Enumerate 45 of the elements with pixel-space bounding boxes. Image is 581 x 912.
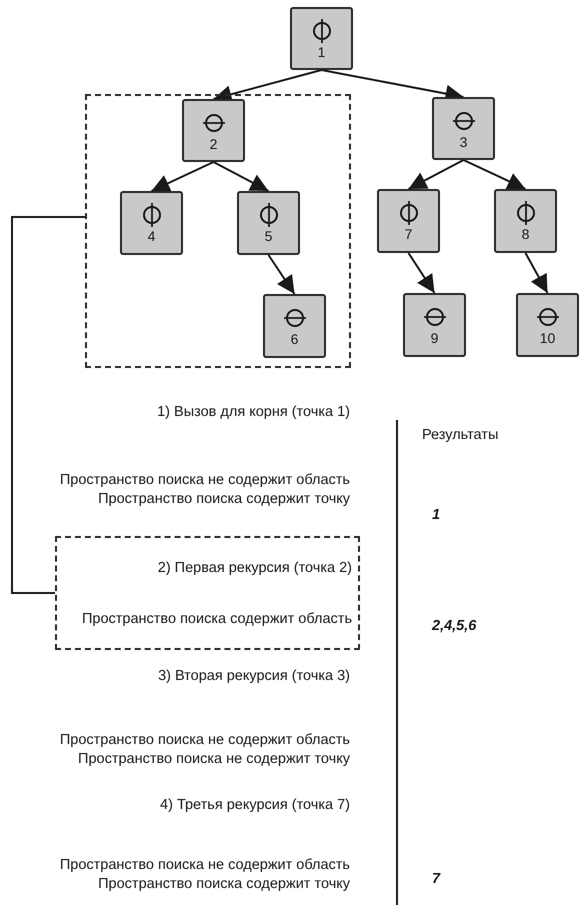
- dashed-text-box: [55, 536, 360, 650]
- node-number: 3: [460, 134, 468, 150]
- node-number: 9: [430, 330, 438, 346]
- arrow: [463, 159, 526, 190]
- node-number: 1: [318, 44, 326, 60]
- node-number: 5: [264, 228, 272, 244]
- arrow: [151, 161, 214, 192]
- column-heading: Результаты: [422, 426, 498, 444]
- arrow: [213, 161, 269, 192]
- note-text: Пространство поиска не содержит точку: [78, 750, 350, 768]
- text-line: 2) Первая рекурсия (точка 2): [158, 560, 352, 576]
- tree-node-box: [494, 189, 557, 253]
- result-value: 2,4,5,6: [432, 617, 476, 635]
- step-heading: 1) Вызов для корня (точка 1): [157, 403, 350, 421]
- tree-node-box: [377, 189, 440, 253]
- result-value: 7: [432, 870, 440, 888]
- dashed-group-box: [85, 94, 351, 368]
- tree-node-box: [403, 293, 466, 357]
- note-text: Пространство поиска не содержит область: [60, 471, 350, 489]
- note-text: Пространство поиска не содержит область: [60, 856, 350, 874]
- note-text: Пространство поиска содержит точку: [98, 875, 350, 893]
- tree-node-box: [120, 191, 183, 255]
- node-number: 10: [540, 330, 556, 346]
- tree-node-box: [290, 7, 353, 70]
- tree-node-box: [516, 293, 579, 357]
- note-text: Пространство поиска не содержит область: [60, 731, 350, 749]
- tree-node-box: [237, 191, 300, 255]
- tree-node-box: [263, 294, 326, 358]
- arrow: [408, 159, 464, 190]
- arrow: [268, 254, 296, 295]
- node-number: 4: [148, 228, 156, 244]
- arrow: [408, 252, 436, 294]
- node-number: 8: [522, 226, 530, 242]
- step-heading: 4) Третья рекурсия (точка 7): [160, 796, 350, 814]
- node-number: 7: [404, 226, 412, 242]
- result-value: 1: [432, 506, 440, 524]
- node-number: 6: [290, 331, 298, 347]
- connector-line: [11, 216, 85, 594]
- note-text: Пространство поиска содержит точку: [98, 490, 350, 508]
- text-line: Пространство поиска содержит область: [82, 610, 352, 626]
- tree-node-box: [182, 99, 245, 162]
- node-number: 2: [210, 136, 218, 152]
- tree-node-box: [432, 97, 495, 160]
- arrow: [524, 252, 548, 294]
- step-heading: 3) Вторая рекурсия (точка 3): [158, 667, 350, 685]
